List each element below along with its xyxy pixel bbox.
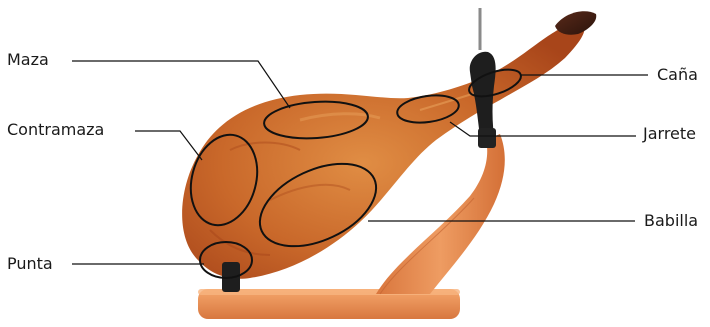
- label-jarrete: Jarrete: [643, 124, 696, 144]
- label-contramaza: Contramaza: [7, 120, 104, 140]
- label-cana: Caña: [657, 65, 698, 85]
- ham-hoof: [555, 11, 596, 34]
- leader-maza: [72, 61, 290, 108]
- leader-jarrete: [450, 122, 636, 136]
- label-punta: Punta: [7, 254, 53, 274]
- label-babilla: Babilla: [644, 211, 698, 231]
- label-maza: Maza: [7, 50, 49, 70]
- leader-contramaza: [135, 131, 202, 160]
- ham-body: [182, 22, 584, 279]
